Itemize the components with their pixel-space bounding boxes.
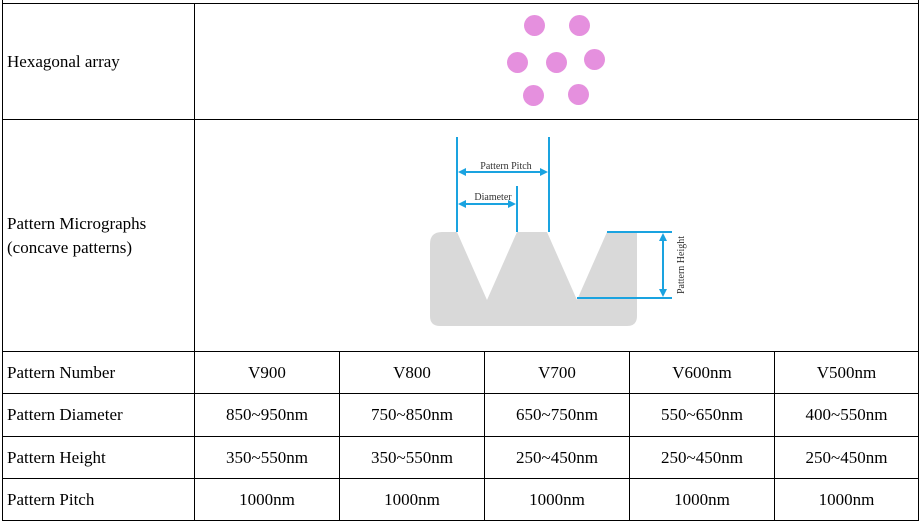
pattern-dot [507, 52, 528, 73]
arrowhead [659, 233, 667, 241]
pattern-dot [584, 49, 605, 70]
table-cell: 1000nm [239, 490, 295, 509]
pattern-height-label: Pattern Height [7, 448, 106, 467]
pattern-height-text: Pattern Height [676, 236, 687, 294]
table-cell: 250~450nm [805, 448, 888, 467]
table-cell: 850~950nm [226, 405, 308, 424]
table-cell: 1000nm [818, 490, 875, 509]
pattern-diameter-label: Pattern Diameter [7, 405, 123, 424]
grid-line [2, 3, 919, 4]
table-cell: V700 [538, 363, 576, 382]
pattern-dot [524, 15, 545, 36]
pattern-pitch-label: Pattern Pitch [7, 490, 95, 509]
table-cell: V800 [393, 363, 431, 382]
table-cell: 350~550nm [226, 448, 308, 467]
arrowhead [508, 200, 516, 208]
table-cell: 650~750nm [516, 405, 598, 424]
grid-line [2, 436, 919, 437]
table-cell: 1000nm [529, 490, 585, 509]
table-cell: 250~450nm [516, 448, 598, 467]
arrowhead [659, 289, 667, 297]
grid-line [774, 351, 775, 521]
diameter-text: Diameter [474, 192, 512, 203]
grid-line [2, 478, 919, 479]
grid-line [2, 351, 919, 352]
arrowhead [458, 168, 466, 176]
pattern-number-label: Pattern Number [7, 363, 116, 382]
arrowhead [540, 168, 548, 176]
grid-line [194, 3, 195, 521]
table-cell: 1000nm [674, 490, 730, 509]
table-cell: V500nm [816, 363, 877, 382]
pattern-dot [523, 85, 544, 106]
grid-line [339, 351, 340, 521]
hexagonal-array-label: Hexagonal array [7, 52, 120, 71]
concave-substrate-profile [430, 232, 637, 326]
table-cell: 350~550nm [371, 448, 453, 467]
pattern-pitch-text: Pattern Pitch [480, 161, 531, 172]
pattern-dot [546, 52, 567, 73]
pattern-dot [569, 15, 590, 36]
concave-pattern-diagram: Pattern Pitch Diameter Pattern Height [430, 137, 687, 326]
table-cell: 250~450nm [661, 448, 743, 467]
table-cell: V900 [248, 363, 286, 382]
pattern-dot [568, 84, 589, 105]
table-cell: 550~650nm [661, 405, 743, 424]
table-cell: 1000nm [384, 490, 440, 509]
table-cell: 750~850nm [371, 405, 453, 424]
grid-line [484, 351, 485, 521]
table-cell: 400~550nm [805, 405, 888, 424]
grid-line [2, 119, 919, 120]
grid-line [629, 351, 630, 521]
pattern-micrographs-label: Pattern Micrographs (concave patterns) [7, 214, 147, 257]
grid-line [2, 393, 919, 394]
grid-line [2, 0, 3, 521]
table-cell: V600nm [672, 363, 732, 382]
arrowhead [458, 200, 466, 208]
grid-line [2, 520, 919, 521]
grid-line [918, 0, 919, 521]
